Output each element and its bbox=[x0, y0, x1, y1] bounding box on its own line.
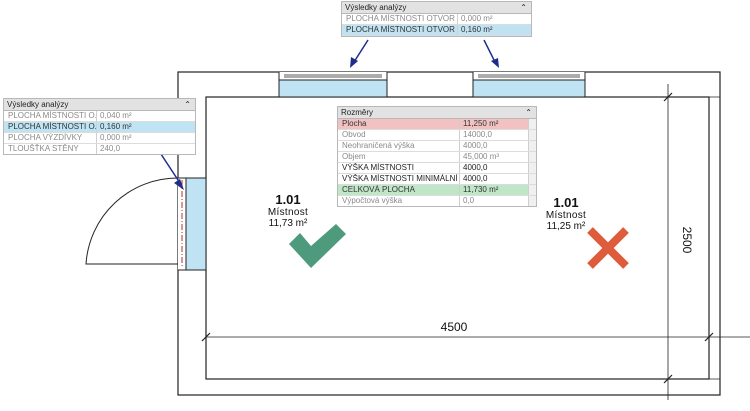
property-value: 11,250 m² bbox=[463, 119, 499, 128]
property-label: PLOCHA MÍSTNOSTI OTVOR bbox=[342, 25, 458, 35]
property-row[interactable]: PLOCHA VÝZDÍVKY 0,000 m² bbox=[4, 133, 195, 144]
room-number: 1.01 bbox=[275, 192, 301, 207]
row-scroll-cell bbox=[528, 196, 536, 206]
row-scroll-cell bbox=[528, 152, 536, 162]
cross-mark-icon bbox=[587, 227, 629, 269]
property-label: VÝŠKA MÍSTNOSTI bbox=[338, 163, 460, 173]
property-label: Obvod bbox=[338, 130, 460, 140]
property-value: 14000,0 bbox=[463, 130, 492, 139]
property-row[interactable]: Obvod 14000,0 bbox=[338, 130, 536, 141]
property-row[interactable]: VÝŠKA MÍSTNOSTI MINIMÁLNÍ 4000,0 bbox=[338, 174, 536, 185]
property-row[interactable]: Neohraničená výška 4000,0 bbox=[338, 141, 536, 152]
property-value: 0,0 bbox=[463, 196, 475, 205]
dimension-width[interactable] bbox=[201, 330, 750, 379]
panel-title: Rozměry bbox=[341, 108, 374, 117]
property-value: 0,160 m² bbox=[461, 25, 493, 34]
room-area: 11,25 m² bbox=[546, 221, 586, 232]
property-value: 0,000 m² bbox=[100, 133, 132, 142]
property-value: 4000,0 bbox=[463, 163, 488, 172]
property-row-highlight-green[interactable]: CELKOVÁ PLOCHA 11,730 m² bbox=[338, 185, 536, 196]
panel-title: Výsledky analýzy bbox=[345, 3, 407, 12]
row-scroll-cell bbox=[528, 141, 536, 151]
property-row[interactable]: Objem 45,000 m³ bbox=[338, 152, 536, 163]
property-value: 11,730 m² bbox=[463, 185, 499, 194]
collapse-icon[interactable]: ⌃ bbox=[525, 108, 532, 117]
property-label: CELKOVÁ PLOCHA bbox=[338, 185, 460, 195]
room-name: Místnost bbox=[267, 207, 309, 218]
dimensions-panel[interactable]: Rozměry ⌃ Plocha 11,250 m² Obvod 14000,0… bbox=[337, 106, 537, 207]
property-label: PLOCHA VÝZDÍVKY bbox=[4, 133, 97, 143]
arrow-to-window-2 bbox=[483, 39, 499, 68]
property-value: 4000,0 bbox=[463, 141, 488, 150]
property-row[interactable]: TLOUŠŤKA STĚNY 240,0 bbox=[4, 144, 195, 154]
room-number: 1.01 bbox=[553, 195, 579, 210]
property-row[interactable]: VÝŠKA MÍSTNOSTI 4000,0 bbox=[338, 163, 536, 174]
property-label: Výpočtová výška bbox=[338, 196, 460, 206]
window-opening-1[interactable] bbox=[278, 72, 388, 98]
property-label: PLOCHA MÍSTNOSTI O... bbox=[4, 122, 97, 132]
collapse-icon[interactable]: ⌃ bbox=[184, 100, 191, 109]
room-name: Místnost bbox=[545, 210, 587, 221]
property-value: 45,000 m³ bbox=[463, 152, 500, 161]
row-scroll-cell bbox=[528, 119, 536, 129]
panel-header[interactable]: Výsledky analýzy ⌃ bbox=[4, 99, 195, 111]
row-scroll-cell bbox=[528, 130, 536, 140]
window-opening-2[interactable] bbox=[472, 72, 586, 98]
dimension-height-label: 2500 bbox=[680, 227, 694, 254]
property-value: 240,0 bbox=[100, 144, 121, 153]
room-label-left[interactable]: 1.01 Místnost 11,73 m² bbox=[258, 192, 318, 229]
door-opening[interactable] bbox=[85, 177, 207, 271]
arrow-to-window-1 bbox=[350, 39, 369, 68]
property-label: TLOUŠŤKA STĚNY bbox=[4, 144, 97, 154]
property-value: 0,000 m² bbox=[461, 14, 493, 23]
property-label: PLOCHA MÍSTNOSTI OTVOR 2 bbox=[342, 14, 458, 24]
property-row-selected[interactable]: PLOCHA MÍSTNOSTI OTVOR 0,160 m² bbox=[342, 25, 531, 36]
row-edit-button[interactable] bbox=[528, 185, 536, 195]
property-label: Neohraničená výška bbox=[338, 141, 460, 151]
dimension-width-label: 4500 bbox=[441, 320, 468, 334]
property-row[interactable]: PLOCHA MÍSTNOSTI O... 0,040 m² bbox=[4, 111, 195, 122]
collapse-icon[interactable]: ⌃ bbox=[520, 3, 527, 12]
dimension-height[interactable] bbox=[660, 84, 720, 400]
check-mark-icon bbox=[289, 224, 346, 268]
property-value: 0,160 m² bbox=[100, 122, 132, 131]
property-value: 4000,0 bbox=[463, 174, 488, 183]
property-row-highlight-red[interactable]: Plocha 11,250 m² bbox=[338, 119, 536, 130]
row-edit-button[interactable] bbox=[528, 163, 536, 173]
panel-title: Výsledky analýzy bbox=[7, 100, 69, 109]
property-label: Plocha bbox=[338, 119, 460, 129]
panel-header[interactable]: Výsledky analýzy ⌃ bbox=[342, 2, 531, 14]
room-label-right[interactable]: 1.01 Místnost 11,25 m² bbox=[536, 195, 596, 232]
property-row[interactable]: Výpočtová výška 0,0 bbox=[338, 196, 536, 206]
room-area: 11,73 m² bbox=[268, 218, 308, 229]
row-edit-button[interactable] bbox=[528, 174, 536, 184]
analysis-panel-left[interactable]: Výsledky analýzy ⌃ PLOCHA MÍSTNOSTI O...… bbox=[3, 98, 196, 155]
panel-header[interactable]: Rozměry ⌃ bbox=[338, 107, 536, 119]
property-value: 0,040 m² bbox=[100, 111, 132, 120]
property-row-selected[interactable]: PLOCHA MÍSTNOSTI O... 0,160 m² bbox=[4, 122, 195, 133]
analysis-panel-top[interactable]: Výsledky analýzy ⌃ PLOCHA MÍSTNOSTI OTVO… bbox=[341, 1, 532, 37]
property-label: Objem bbox=[338, 152, 460, 162]
property-label: VÝŠKA MÍSTNOSTI MINIMÁLNÍ bbox=[338, 174, 460, 184]
property-row[interactable]: PLOCHA MÍSTNOSTI OTVOR 2 0,000 m² bbox=[342, 14, 531, 25]
property-label: PLOCHA MÍSTNOSTI O... bbox=[4, 111, 97, 121]
